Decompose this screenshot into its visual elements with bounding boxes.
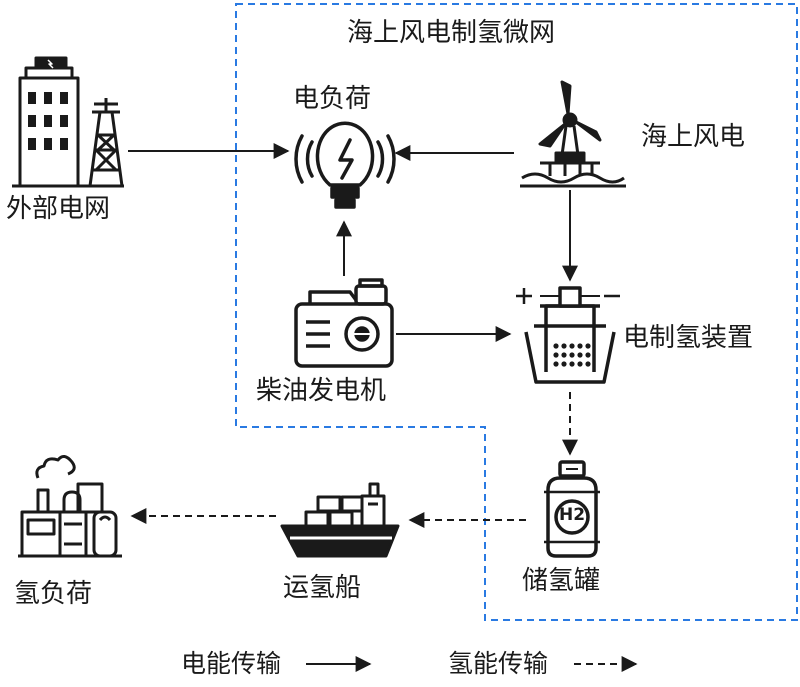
offshore-wind-icon: [520, 80, 626, 188]
label-diesel-generator: 柴油发电机: [256, 376, 387, 406]
hydrogen-load-icon: [18, 455, 122, 558]
label-external-grid: 外部电网: [6, 194, 111, 224]
hydrogen-flows: [130, 392, 578, 528]
hydrogen-tank-icon: [544, 460, 600, 558]
label-electric-load: 电负荷: [293, 84, 372, 114]
microgrid-boundary: [235, 3, 798, 621]
diesel-generator-icon: [294, 278, 394, 368]
label-offshore-wind: 海上风电: [641, 122, 746, 152]
electric-load-icon: [294, 121, 396, 209]
hydrogen-ship-icon: [280, 482, 400, 558]
label-hydrogen-ship: 运氢船: [283, 573, 362, 603]
label-electrolyzer: 电制氢装置: [623, 323, 754, 353]
external-grid-icon: [12, 56, 124, 188]
label-hydrogen-tank: 储氢罐: [522, 566, 601, 596]
legend-power-label: 电能传输: [181, 649, 282, 678]
electrolyzer-icon: [516, 286, 620, 384]
tank-h2-label: H2: [559, 505, 586, 525]
label-hydrogen-load: 氢负荷: [14, 579, 93, 609]
power-flows: [128, 143, 578, 342]
diagram-title: 海上风电制氢微网: [347, 18, 556, 48]
electrolyzer-bubbles: [553, 343, 591, 367]
legend-hydrogen-label: 氢能传输: [448, 649, 549, 678]
